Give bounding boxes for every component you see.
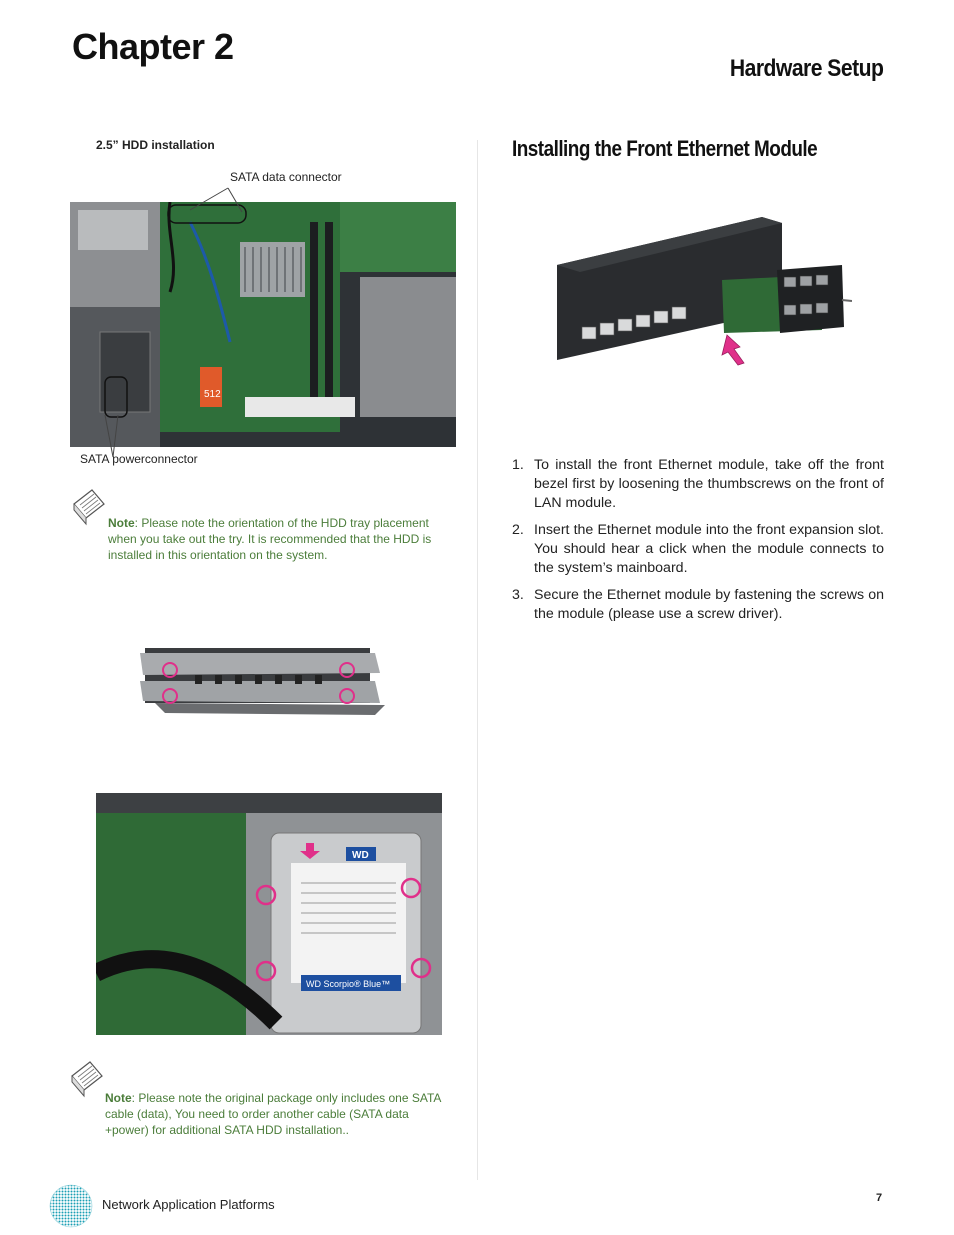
note-icon [73,489,105,526]
footer-product-line: Network Application Platforms [102,1197,275,1212]
note-hdd-orientation: Note: Please note the orientation of the… [108,515,448,563]
note-label: Note [108,516,135,530]
cf-card-text: 512 [204,389,221,400]
wd-brand-text: WD [352,850,369,861]
page-number: 7 [876,1192,883,1204]
list-item: 2. Insert the Ethernet module into the f… [512,521,884,578]
hdd-installation-heading: 2.5” HDD installation [96,138,215,152]
note-body: : Please note the orientation of the HDD… [108,516,432,562]
step-number: 2. [512,522,524,538]
section-title: Hardware Setup [729,55,884,82]
hdd-tray-photo [140,648,385,715]
ethernet-module-photo [557,217,852,366]
step-text: To install the front Ethernet module, ta… [534,457,884,511]
sata-power-connector-label: SATA powerconnector [80,452,198,466]
step-number: 1. [512,457,524,473]
column-divider [477,140,478,1180]
step-number: 3. [512,587,524,603]
callout-lines [104,187,243,458]
sata-data-connector-label: SATA data connector [230,170,342,184]
hdd-installed-photo: WD WD Scorpio® Blue™ [96,793,442,1035]
note-label: Note [105,1091,132,1105]
note-sata-cable: Note: Please note the original package o… [105,1090,450,1138]
step-text: Secure the Ethernet module by fastening … [534,587,884,622]
motherboard-photo: 512 [70,202,456,447]
step-text: Insert the Ethernet module into the fron… [534,522,884,576]
list-item: 1. To install the front Ethernet module,… [512,456,884,513]
note-icon [71,1061,103,1098]
note-body: : Please note the original package only … [105,1091,441,1137]
ethernet-module-title: Installing the Front Ethernet Module [512,136,818,161]
list-item: 3. Secure the Ethernet module by fasteni… [512,586,884,624]
installation-steps: 1. To install the front Ethernet module,… [512,456,884,632]
company-logo-icon [49,1184,93,1228]
chapter-title: Chapter 2 [72,26,234,67]
wd-model-text: WD Scorpio® Blue™ [306,979,390,989]
